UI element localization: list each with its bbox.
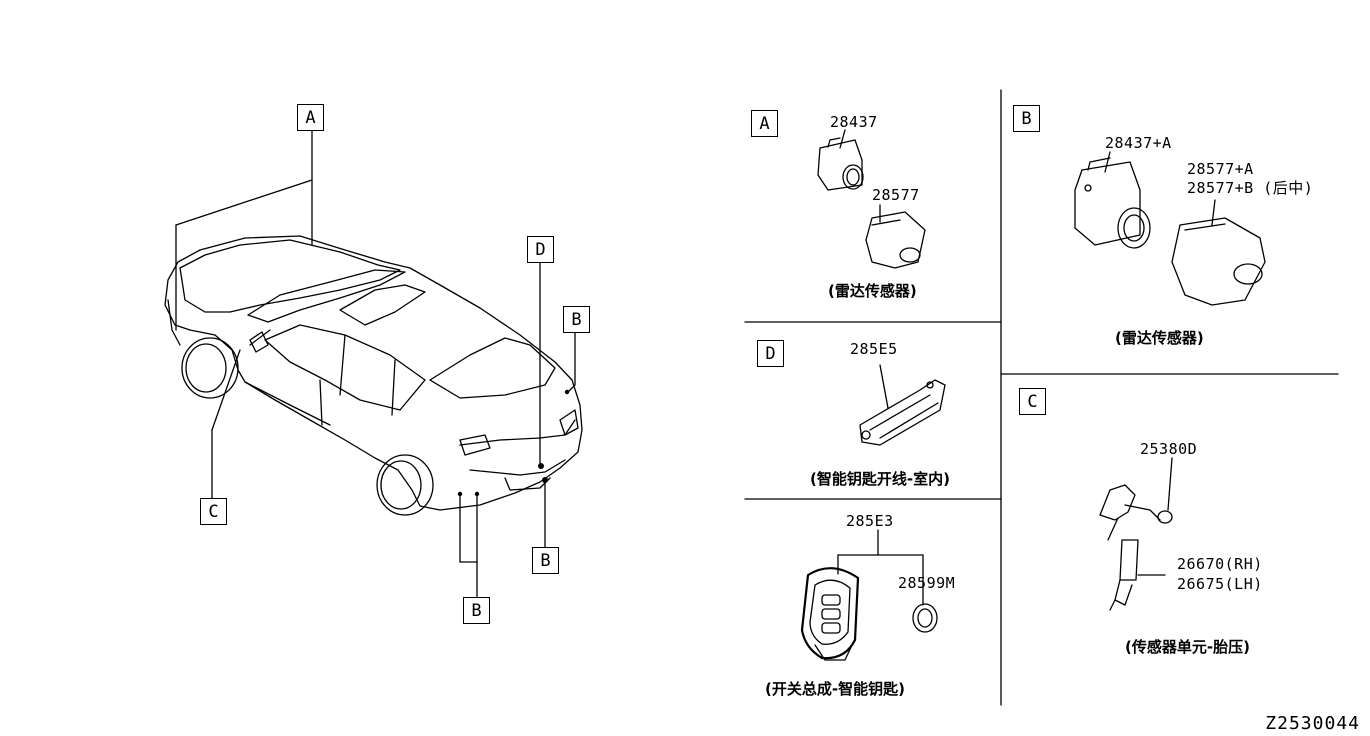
sensor-dots: [457, 389, 570, 497]
panel-dividers: [744, 89, 1339, 706]
panel-a-part-bracket: 28577: [872, 186, 920, 204]
panel-b-part-bracket-center: 28577+B (后中): [1187, 179, 1314, 197]
callout-box-a: A: [297, 104, 324, 131]
panel-a-letter: A: [751, 110, 778, 137]
callout-box-b-bottom: B: [463, 597, 490, 624]
callout-box-d: D: [527, 236, 554, 263]
panel-a-caption: (雷达传感器): [828, 282, 917, 300]
panel-c-part-rh: 26670(RH): [1177, 555, 1263, 573]
panel-d-caption: (智能钥匙开线-室内): [810, 470, 950, 488]
radar-sensor-b-illustration: [1074, 151, 1151, 249]
callout-box-c: C: [200, 498, 227, 525]
bracket-b-illustration: [1171, 199, 1266, 306]
battery-illustration: [912, 603, 938, 633]
panel-b-part-bracket: 28577+A: [1187, 160, 1254, 178]
tpms-sensor-illustration: [1099, 457, 1173, 611]
panel-key-part-battery: 28599M: [898, 574, 956, 592]
vehicle-illustration: [164, 235, 583, 516]
panel-c-part-valve: 25380D: [1140, 440, 1198, 458]
panel-c-caption: (传感器单元-胎压): [1125, 638, 1250, 656]
callout-box-b-rear: B: [563, 306, 590, 333]
panel-key-caption: (开关总成-智能钥匙): [765, 680, 905, 698]
bracket-a-illustration: [865, 204, 926, 269]
diagram-code: Z2530044: [1265, 713, 1360, 734]
callout-leaders: [175, 129, 576, 598]
panel-b-letter: B: [1013, 105, 1040, 132]
panel-b-part-radar: 28437+A: [1105, 134, 1172, 152]
panel-a-part-radar: 28437: [830, 113, 878, 131]
panel-d-letter: D: [757, 340, 784, 367]
callout-box-b-bumper: B: [532, 547, 559, 574]
smart-key-antenna-illustration: [859, 364, 946, 446]
panel-key-part-fob: 285E3: [846, 512, 894, 530]
key-fob-illustration: [800, 529, 924, 661]
panel-d-part-antenna: 285E5: [850, 340, 898, 358]
panel-c-part-lh: 26675(LH): [1177, 575, 1263, 593]
radar-sensor-a-illustration: [817, 129, 864, 191]
panel-c-letter: C: [1019, 388, 1046, 415]
panel-b-caption: (雷达传感器): [1115, 329, 1204, 347]
